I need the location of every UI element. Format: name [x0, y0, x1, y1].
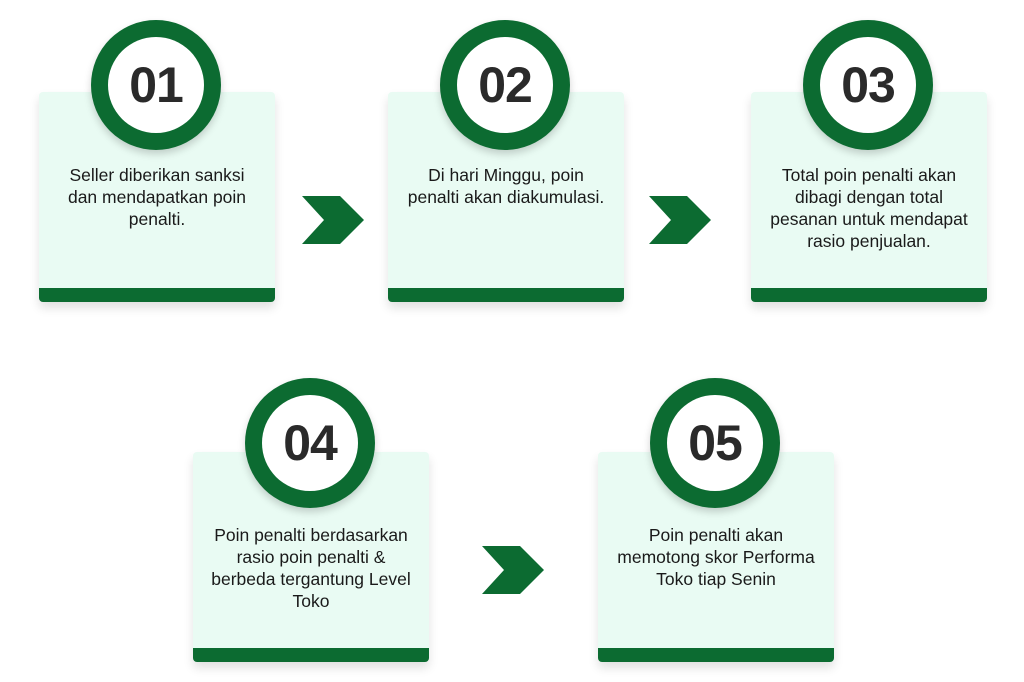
step-3-number: 03 — [820, 37, 916, 133]
step-card-1-bar — [39, 288, 275, 302]
step-1-badge: 01 — [91, 20, 221, 150]
step-card-2-bar — [388, 288, 624, 302]
step-5-text: Poin penalti akan memotong skor Performa… — [617, 525, 815, 589]
step-card-5-bar — [598, 648, 834, 662]
chevron-right-icon — [302, 196, 364, 244]
step-2-badge: 02 — [440, 20, 570, 150]
step-3-badge: 03 — [803, 20, 933, 150]
chevron-right-icon — [482, 546, 544, 594]
step-card-5: Poin penalti akan memotong skor Performa… — [598, 452, 834, 662]
step-2-number: 02 — [457, 37, 553, 133]
step-5-number: 05 — [667, 395, 763, 491]
step-card-4-bar — [193, 648, 429, 662]
step-4-number: 04 — [262, 395, 358, 491]
step-1-text: Seller diberikan sanksi dan mendapatkan … — [67, 165, 247, 229]
step-card-3-bar — [751, 288, 987, 302]
step-4-text: Poin penalti berdasarkan rasio poin pena… — [211, 525, 411, 611]
step-5-badge: 05 — [650, 378, 780, 508]
step-3-text: Total poin penalti akan dibagi dengan to… — [770, 165, 968, 251]
chevron-right-icon — [649, 196, 711, 244]
step-card-2: Di hari Minggu, poin penalti akan diakum… — [388, 92, 624, 302]
step-4-badge: 04 — [245, 378, 375, 508]
step-2-text: Di hari Minggu, poin penalti akan diakum… — [407, 165, 605, 207]
step-1-number: 01 — [108, 37, 204, 133]
